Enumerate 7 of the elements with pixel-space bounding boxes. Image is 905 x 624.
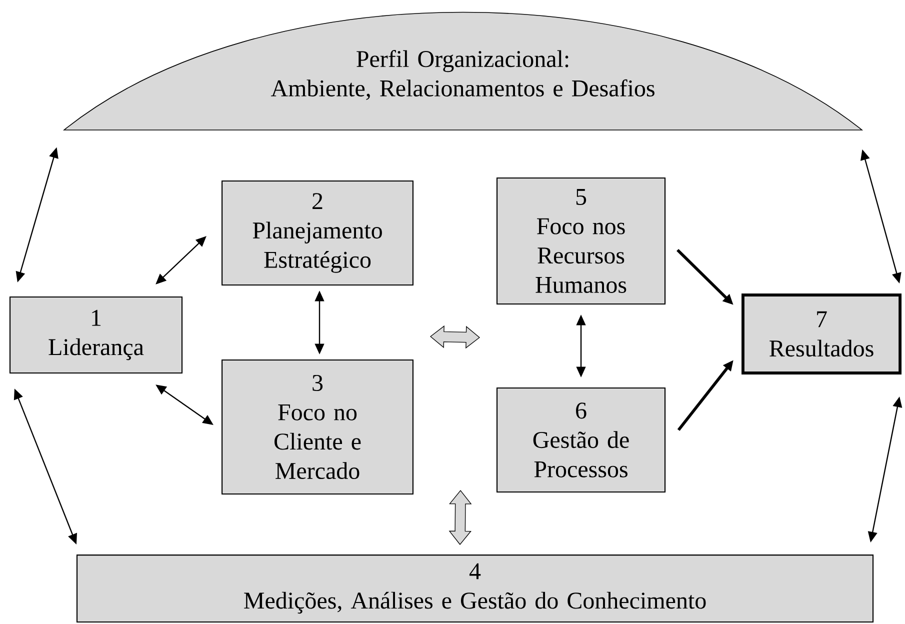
process-box: 1 Liderança: [9, 296, 183, 374]
process-box: 3 Foco no Cliente e Mercado: [222, 359, 414, 495]
process-box: 6 Gestão de Processos: [496, 387, 666, 493]
process-box: 2 Planejamento Estratégico: [222, 180, 414, 286]
process-box: 7 Resultados: [742, 294, 902, 374]
process-box: 4 Medições, Análises e Gestão do Conhecimento: [76, 554, 874, 622]
process-box: 5 Foco nos Recursos Humanos: [496, 177, 666, 305]
